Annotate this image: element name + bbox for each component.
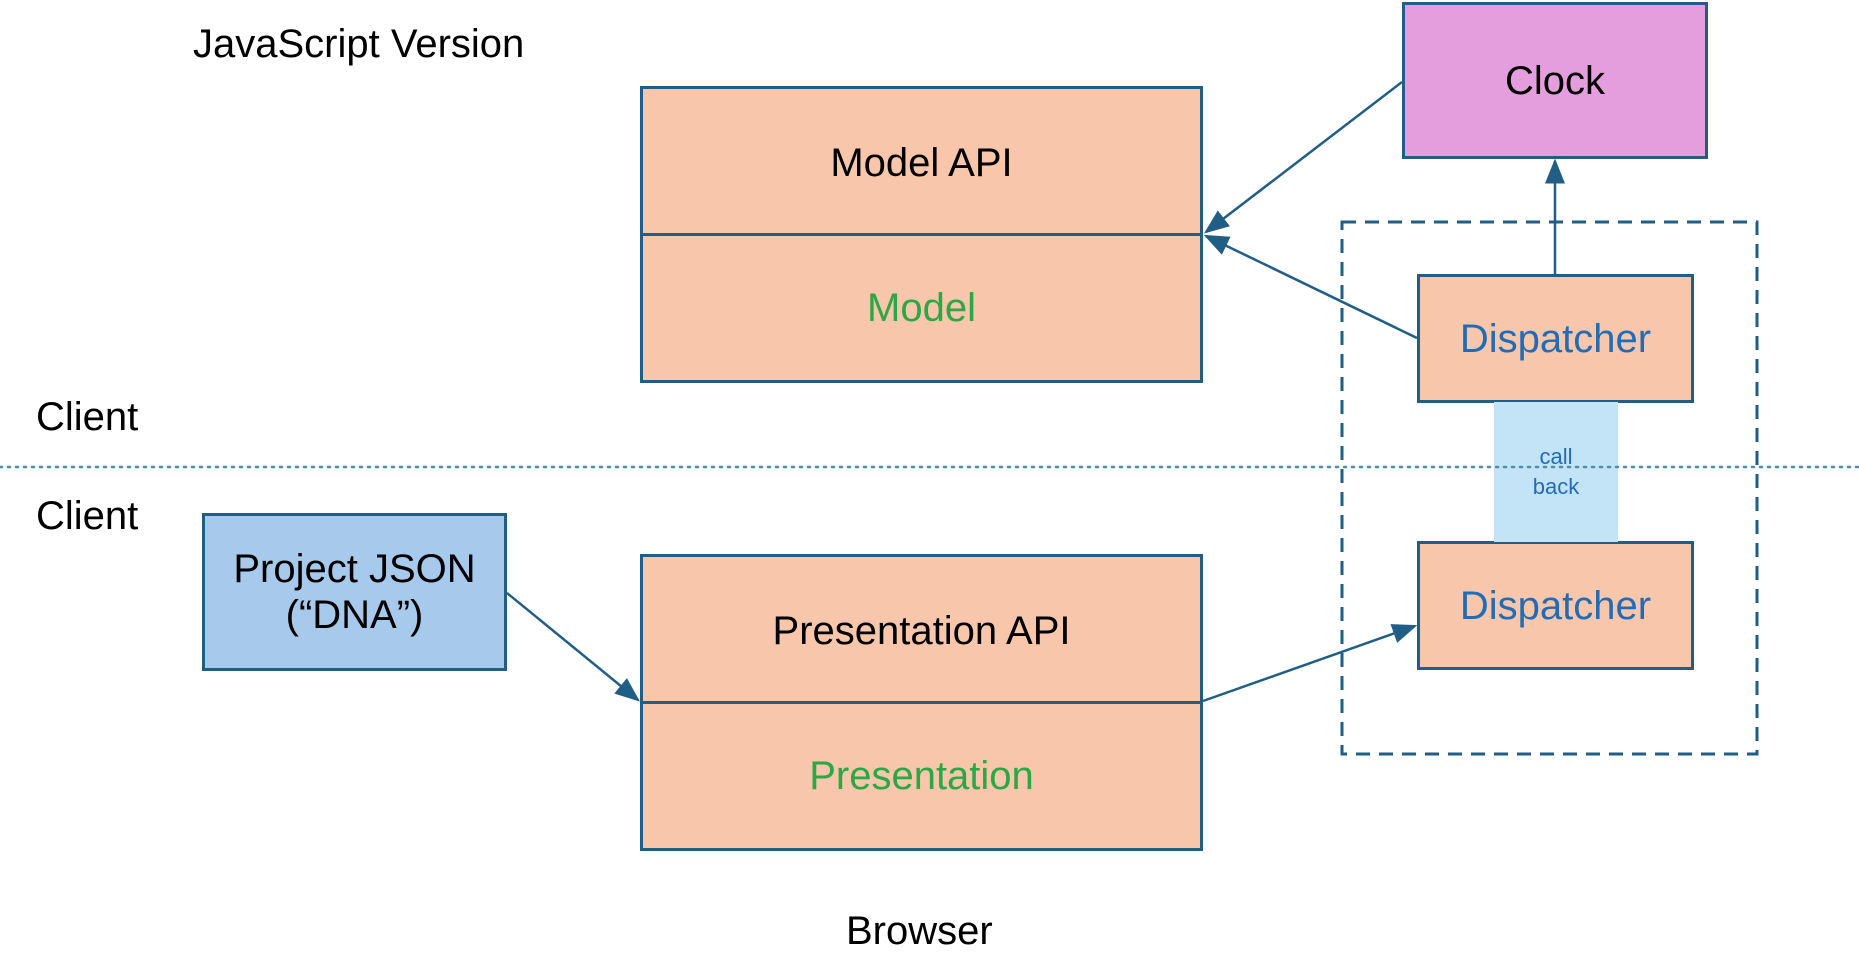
client-label-top: Client	[36, 395, 139, 439]
dispatcher-bottom-box: Dispatcher	[1417, 541, 1694, 670]
browser-label: Browser	[846, 909, 993, 953]
presentation-box: Presentation	[640, 701, 1203, 851]
project-json-box: Project JSON (“DNA”)	[202, 513, 507, 671]
dispatcher-top-label: Dispatcher	[1459, 316, 1652, 361]
arrow-dispatcher-to-model	[1203, 234, 1418, 340]
model-box: Model	[640, 233, 1203, 383]
model-api-label: Model API	[830, 140, 1013, 185]
project-json-label-line1: Project JSON	[233, 547, 476, 591]
project-json-label-line2: (“DNA”)	[285, 593, 424, 637]
arrow-presentation-to-dispatcher	[1202, 624, 1418, 703]
arrow-json-to-presentation	[506, 592, 640, 702]
callback-label-line2: back	[1532, 474, 1580, 499]
model-api-box: Model API	[640, 86, 1203, 236]
presentation-label: Presentation	[809, 754, 1034, 798]
model-label: Model	[867, 286, 976, 330]
page-title: JavaScript Version	[193, 22, 525, 66]
dispatcher-bottom-label: Dispatcher	[1459, 583, 1652, 628]
dispatcher-top-box: Dispatcher	[1417, 274, 1694, 403]
callback-box: call back	[1494, 402, 1618, 542]
clock-label: Clock	[1504, 58, 1606, 103]
presentation-api-box: Presentation API	[640, 554, 1203, 704]
client-label-bottom: Client	[36, 494, 139, 538]
arrow-clock-to-model	[1204, 81, 1403, 234]
presentation-api-label: Presentation API	[772, 608, 1071, 653]
callback-label-line1: call	[1539, 444, 1573, 470]
clock-box: Clock	[1402, 2, 1708, 159]
